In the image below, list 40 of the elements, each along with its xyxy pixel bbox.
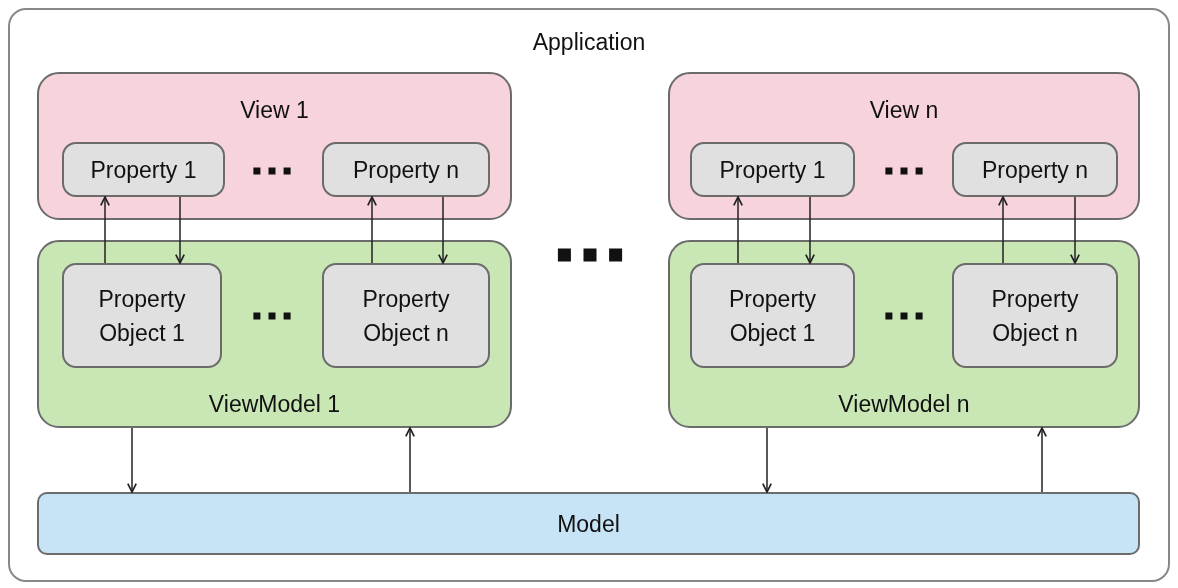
arrow <box>1069 196 1081 264</box>
arrow <box>366 196 378 264</box>
view-panel <box>37 72 512 220</box>
arrow <box>437 196 449 264</box>
arrow <box>1036 427 1048 493</box>
property-box <box>322 142 490 197</box>
node-label: Property n <box>351 155 461 185</box>
node-label: View n <box>868 96 940 125</box>
node-label: Property n <box>980 155 1090 185</box>
property-box <box>690 142 855 197</box>
property-box <box>62 263 222 368</box>
arrow <box>126 427 138 493</box>
arrow <box>997 196 1009 264</box>
node-label: ViewModel n <box>837 389 971 419</box>
property-box <box>952 263 1118 368</box>
property-box <box>322 263 490 368</box>
arrow <box>732 196 744 264</box>
viewmodel-panel <box>668 240 1140 428</box>
arrow <box>99 196 111 264</box>
node-label: Property 1 <box>89 155 198 185</box>
node-label: Property Object n <box>990 284 1080 348</box>
property-box <box>62 142 225 197</box>
node-label: Application <box>531 28 647 57</box>
viewmodel-panel <box>37 240 512 428</box>
property-box <box>690 263 855 368</box>
node-label: Model <box>556 509 621 539</box>
node-label: Property Object n <box>361 284 451 348</box>
model-bar <box>37 492 1140 555</box>
node-label: Property Object 1 <box>728 284 817 348</box>
view-panel <box>668 72 1140 220</box>
arrow <box>761 427 773 493</box>
node-label: Property 1 <box>718 155 827 185</box>
arrow <box>404 427 416 493</box>
node-label: ViewModel 1 <box>207 389 342 419</box>
node-label: View 1 <box>239 96 310 125</box>
property-box <box>952 142 1118 197</box>
application-container <box>8 8 1170 582</box>
node-label: Property Object 1 <box>97 284 187 348</box>
arrow <box>804 196 816 264</box>
arrow <box>174 196 186 264</box>
